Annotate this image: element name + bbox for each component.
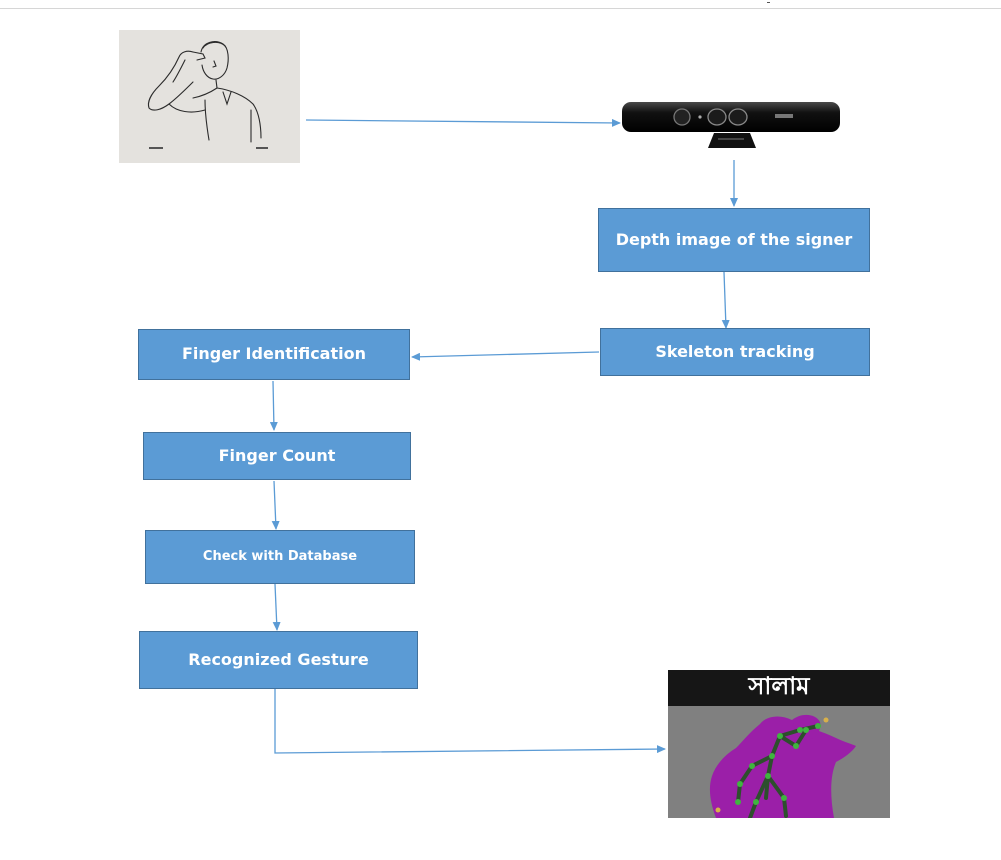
arrow-sketch-to-sensor [305,118,621,127]
arrow-skeleton-to-finger-id [411,351,600,361]
arrow-database-to-gesture [272,583,281,631]
skeleton-depth-image [668,706,890,820]
finger-count-box: Finger Count [143,432,411,480]
top-mark [767,2,770,3]
top-border-line [0,8,1001,9]
finger-identification-box: Finger Identification [138,329,410,380]
depth-image-label: Depth image of the signer [615,229,853,249]
arrow-finger-id-to-count [269,380,278,431]
depth-image-box: Depth image of the signer [598,208,870,272]
check-database-box: Check with Database [145,530,415,584]
recognized-gesture-label: Recognized Gesture [188,649,369,669]
skeleton-tracking-label: Skeleton tracking [655,341,815,361]
skeleton-tracking-box: Skeleton tracking [600,328,870,376]
recognized-result-image: সালাম [668,670,890,820]
arrow-gesture-to-result [274,689,666,754]
arrow-count-to-database [271,480,280,530]
sign-sketch-image [119,30,300,163]
arrow-depth-to-skeleton [721,271,730,329]
result-word: সালাম [668,670,890,706]
recognized-gesture-box: Recognized Gesture [139,631,418,689]
finger-identification-label: Finger Identification [181,344,366,364]
finger-count-label: Finger Count [218,445,336,465]
depth-camera-sensor [620,96,842,158]
check-database-label: Check with Database [202,548,358,564]
